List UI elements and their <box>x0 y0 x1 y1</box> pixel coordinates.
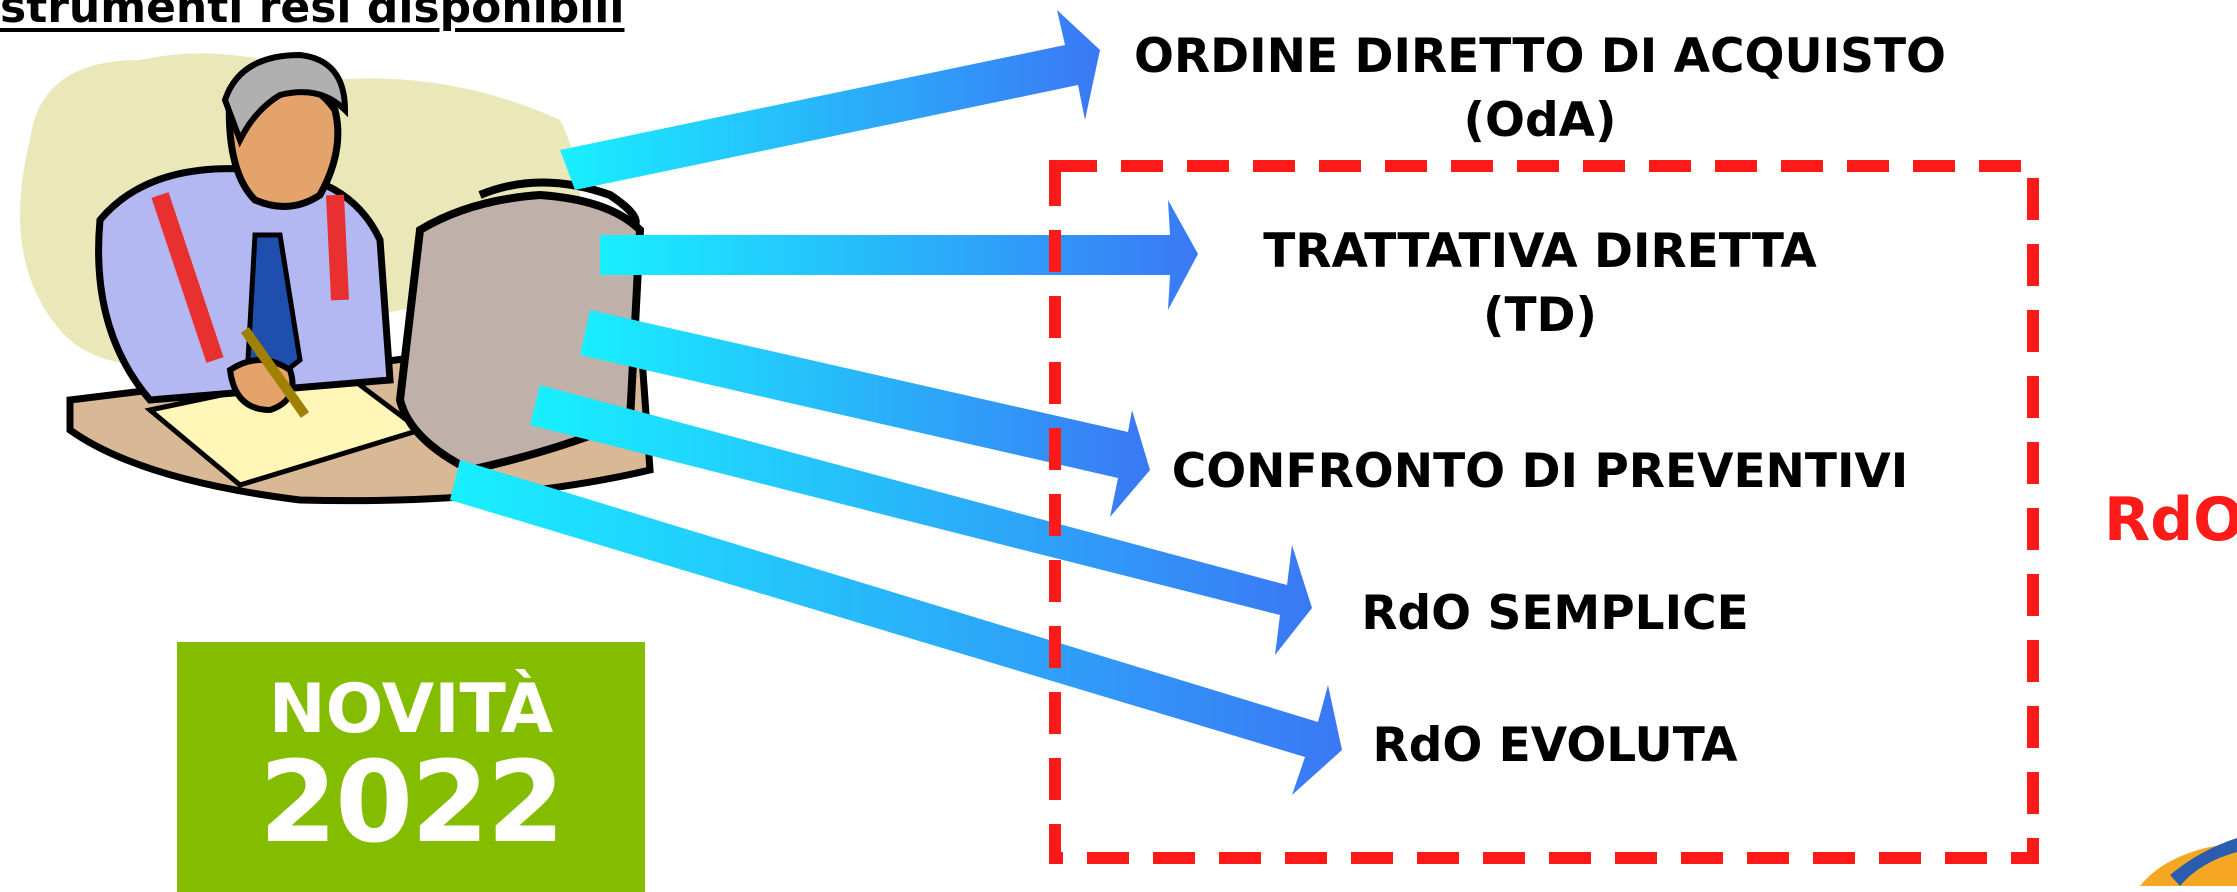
tool-label-confronto: CONFRONTO DI PREVENTIVI <box>1171 444 1909 499</box>
arrow-rdo-semplice <box>530 385 1312 655</box>
rdo-group-label: RdO <box>2104 485 2237 555</box>
arrow-oda <box>560 10 1100 190</box>
suspender-right <box>326 194 349 301</box>
arrow-td <box>600 200 1198 310</box>
tool-label-oda: ORDINE DIRETTO DI ACQUISTO (OdA) <box>1134 29 1946 148</box>
suspender-left <box>151 192 224 363</box>
badge-text-year: 2022 <box>259 738 565 868</box>
arrow-confronto <box>580 310 1150 517</box>
pen <box>240 327 310 418</box>
novita-badge: NOVITÀ 2022 <box>177 642 645 892</box>
tool-label-rdo-semplice: RdO SEMPLICE <box>1361 586 1749 641</box>
monitor-arm <box>478 178 640 227</box>
hair <box>221 51 349 148</box>
tool-label-rdo-evoluta: RdO EVOLUTA <box>1372 718 1738 773</box>
businessman-illustration <box>20 51 654 505</box>
rdo-group-frame <box>1049 160 2039 864</box>
logo-fragment <box>2140 838 2237 886</box>
tool-label-td: TRATTATIVA DIRETTA (TD) <box>1263 224 1817 343</box>
page-title: strumenti resi disponibili <box>0 0 625 33</box>
arrow-rdo-evoluta <box>450 460 1342 795</box>
badge-text-novita: NOVITÀ <box>268 670 554 749</box>
